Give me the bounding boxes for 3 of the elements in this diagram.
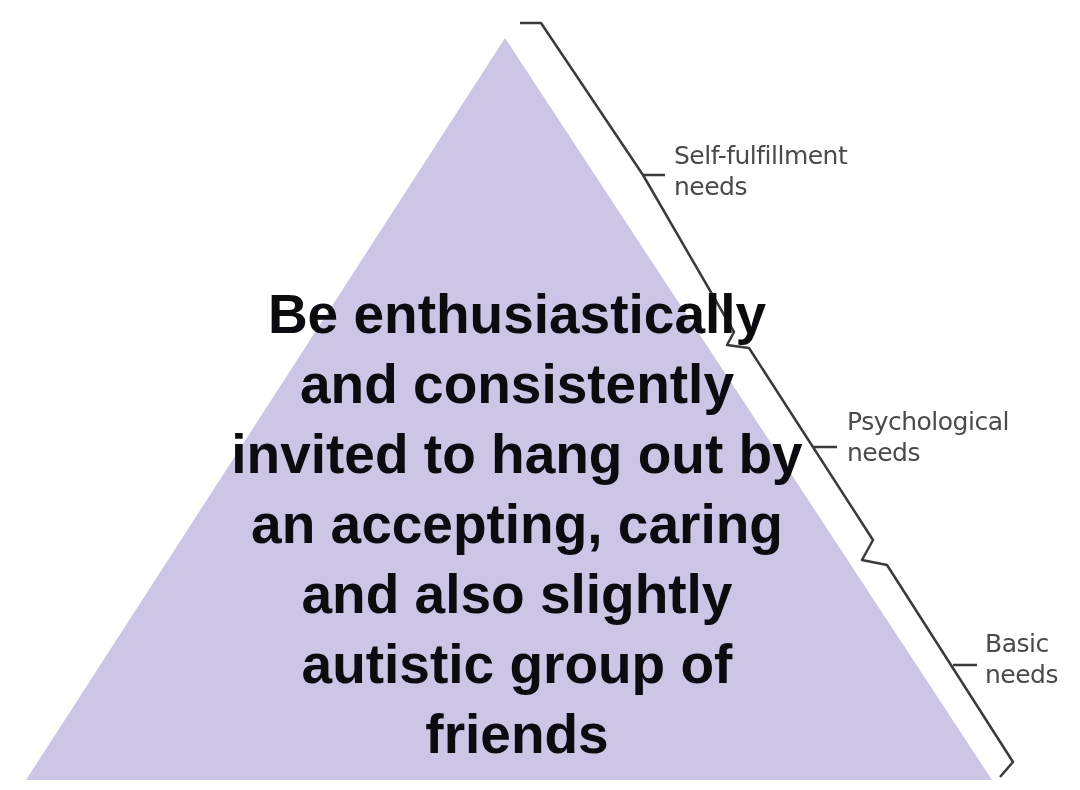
tier-label: Psychological needs [847, 406, 1010, 468]
tier-label: Self-fulfillment needs [674, 140, 849, 202]
tier-label: Basic needs [985, 628, 1059, 690]
